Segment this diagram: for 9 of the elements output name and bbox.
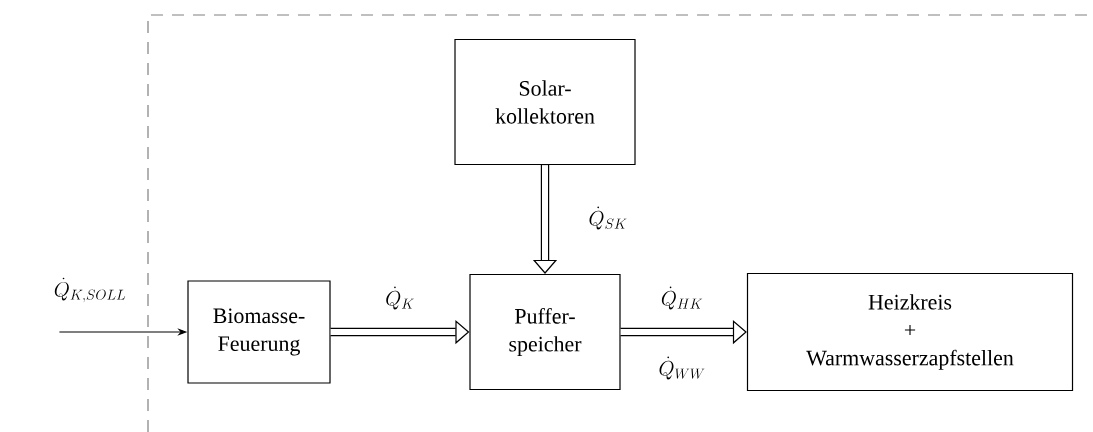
- process-box: Puffer- speicher: [469, 273, 621, 391]
- flow-label: $\dot{Q}_{WW}$: [659, 356, 705, 380]
- edge-label: $\dot{Q}_{HK}$: [661, 286, 703, 310]
- process-box: Biomasse- Feuerung: [187, 280, 331, 384]
- edge-label: $\dot{Q}_{K,SOLL}$: [54, 277, 126, 303]
- edge-label: $\dot{Q}_{K}$: [386, 286, 414, 310]
- process-box: Heizkreis + Warmwasserzapfstellen: [746, 272, 1074, 392]
- process-box: Solar- kollektoren: [454, 38, 636, 166]
- edge-label: $\dot{Q}_{SK}$: [589, 206, 627, 230]
